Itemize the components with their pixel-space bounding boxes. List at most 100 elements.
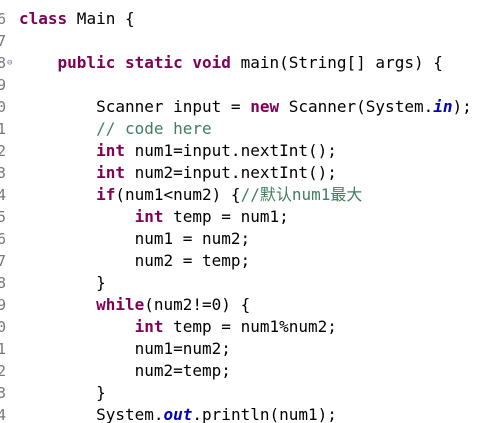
code-token: [19, 141, 96, 160]
code-token: int: [134, 317, 164, 336]
line-number: 6: [0, 10, 7, 28]
code-token: [19, 185, 96, 204]
code-text: num1 = num2;: [19, 228, 251, 250]
code-line[interactable]: 7: [0, 30, 489, 52]
line-number: 3: [0, 384, 7, 402]
line-number: 7: [0, 32, 7, 50]
code-token: // code here: [96, 119, 212, 138]
code-line[interactable]: 3 }: [0, 382, 489, 404]
line-number: 3: [0, 164, 7, 182]
code-line[interactable]: 2 int num1=input.nextInt();: [0, 140, 489, 162]
code-token: int: [96, 163, 125, 182]
code-token: int: [134, 207, 164, 226]
code-line[interactable]: 1 num1=num2;: [0, 338, 489, 360]
code-text: int num1=input.nextInt();: [19, 140, 337, 162]
code-token: System.: [19, 405, 164, 423]
code-token: out: [163, 405, 193, 423]
code-line[interactable]: 6 num1 = num2;: [0, 228, 489, 250]
code-text: int temp = num1;: [19, 206, 289, 228]
code-line[interactable]: 8⊖ public static void main(String[] args…: [0, 52, 489, 74]
code-text: class Main {: [19, 8, 135, 30]
line-number: 4: [0, 186, 7, 204]
code-line[interactable]: 6 class Main {: [0, 8, 489, 30]
code-line[interactable]: 3 int num2=input.nextInt();: [0, 162, 489, 184]
code-token: public: [57, 53, 116, 72]
code-token: [115, 53, 125, 72]
code-token: num2=input.nextInt();: [124, 163, 337, 182]
code-token: num1=num2;: [19, 339, 231, 358]
code-token: class: [19, 9, 68, 28]
code-line[interactable]: 9: [0, 74, 489, 96]
code-text: num1=num2;: [19, 338, 231, 360]
code-token: );: [452, 97, 472, 116]
line-number: 9: [0, 296, 7, 314]
line-number: 1: [0, 120, 7, 138]
fold-collapse-icon[interactable]: ⊖: [7, 58, 13, 68]
code-token: [19, 53, 58, 72]
code-token: Scanner(System.: [279, 97, 434, 116]
code-token: //默认num1最大: [240, 185, 363, 204]
code-token: new: [250, 97, 280, 116]
code-text: Scanner input = new Scanner(System.in);: [19, 96, 472, 118]
code-token: temp = num1%num2;: [163, 317, 337, 336]
code-token: num1=input.nextInt();: [124, 141, 337, 160]
line-number: 0: [0, 318, 7, 336]
code-line[interactable]: 4 System.out.println(num1);: [0, 404, 489, 423]
code-token: num1 = num2;: [19, 229, 251, 248]
code-line[interactable]: 5 int temp = num1;: [0, 206, 489, 228]
code-token: num2=temp;: [19, 361, 231, 380]
line-number: 9: [0, 76, 7, 94]
code-token: main(String[] args) {: [230, 53, 443, 72]
line-number: 2: [0, 142, 7, 160]
code-token: [19, 207, 135, 226]
code-token: int: [96, 141, 125, 160]
code-token: Main {: [67, 9, 135, 28]
code-line[interactable]: 2 num2=temp;: [0, 360, 489, 382]
code-token: temp = num1;: [163, 207, 289, 226]
code-line[interactable]: 1 // code here: [0, 118, 489, 140]
code-line[interactable]: 8 }: [0, 272, 489, 294]
code-token: [19, 295, 96, 314]
code-text: // code here: [19, 118, 212, 140]
line-number: 8: [0, 54, 7, 72]
code-text: }: [19, 272, 106, 294]
code-line[interactable]: 0 Scanner input = new Scanner(System.in)…: [0, 96, 489, 118]
code-token: [19, 163, 96, 182]
code-line[interactable]: 9 while(num2!=0) {: [0, 294, 489, 316]
code-text: if(num1<num2) {//默认num1最大: [19, 184, 362, 206]
code-token: if: [96, 185, 116, 204]
line-number: 2: [0, 362, 7, 380]
code-text: int temp = num1%num2;: [19, 316, 337, 338]
line-number: 7: [0, 252, 7, 270]
line-number: 0: [0, 98, 7, 116]
code-token: num2 = temp;: [19, 251, 251, 270]
line-number: 1: [0, 340, 7, 358]
code-line[interactable]: 4 if(num1<num2) {//默认num1最大: [0, 184, 489, 206]
code-text: num2 = temp;: [19, 250, 251, 272]
code-token: }: [19, 273, 106, 292]
code-token: [19, 317, 135, 336]
code-text: }: [19, 382, 106, 404]
code-line[interactable]: 0 int temp = num1%num2;: [0, 316, 489, 338]
code-text: int num2=input.nextInt();: [19, 162, 337, 184]
code-text: while(num2!=0) {: [19, 294, 250, 316]
code-token: in: [433, 97, 453, 116]
code-line[interactable]: 7 num2 = temp;: [0, 250, 489, 272]
code-text: System.out.println(num1);: [19, 404, 337, 423]
line-number: 5: [0, 208, 7, 226]
code-token: static: [124, 53, 183, 72]
line-number: 4: [0, 406, 7, 423]
code-token: Scanner input =: [19, 97, 251, 116]
code-token: void: [192, 53, 231, 72]
code-text: public static void main(String[] args) {: [19, 52, 443, 74]
line-number: 8: [0, 274, 7, 292]
code-token: [19, 119, 96, 138]
line-number: 6: [0, 230, 7, 248]
code-text: num2=temp;: [19, 360, 231, 382]
code-token: .println(num1);: [192, 405, 337, 423]
code-token: [183, 53, 193, 72]
code-token: (num2!=0) {: [144, 295, 251, 314]
code-token: (num1<num2) {: [115, 185, 241, 204]
code-token: while: [96, 295, 145, 314]
